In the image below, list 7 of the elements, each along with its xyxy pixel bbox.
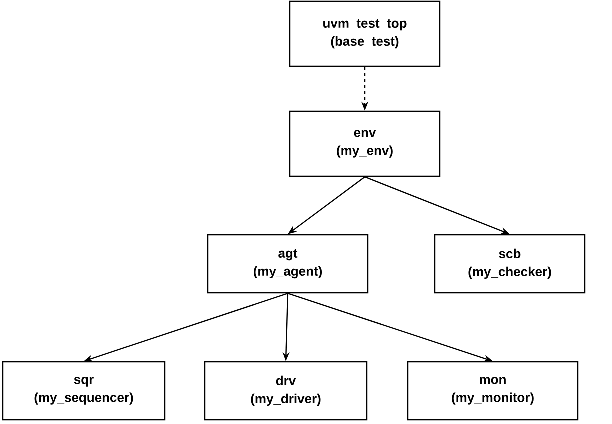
component-box: agt (my_agent)	[207, 234, 369, 294]
component-box: uvm_test_top (base_test)	[289, 0, 441, 68]
component-box: scb (my_checker)	[434, 234, 586, 294]
component-box: env (my_env)	[289, 110, 441, 178]
component-box: sqr (my_sequencer)	[2, 361, 166, 421]
component-box: drv (my_driver)	[204, 361, 368, 421]
component-box: mon (my_monitor)	[407, 361, 579, 421]
